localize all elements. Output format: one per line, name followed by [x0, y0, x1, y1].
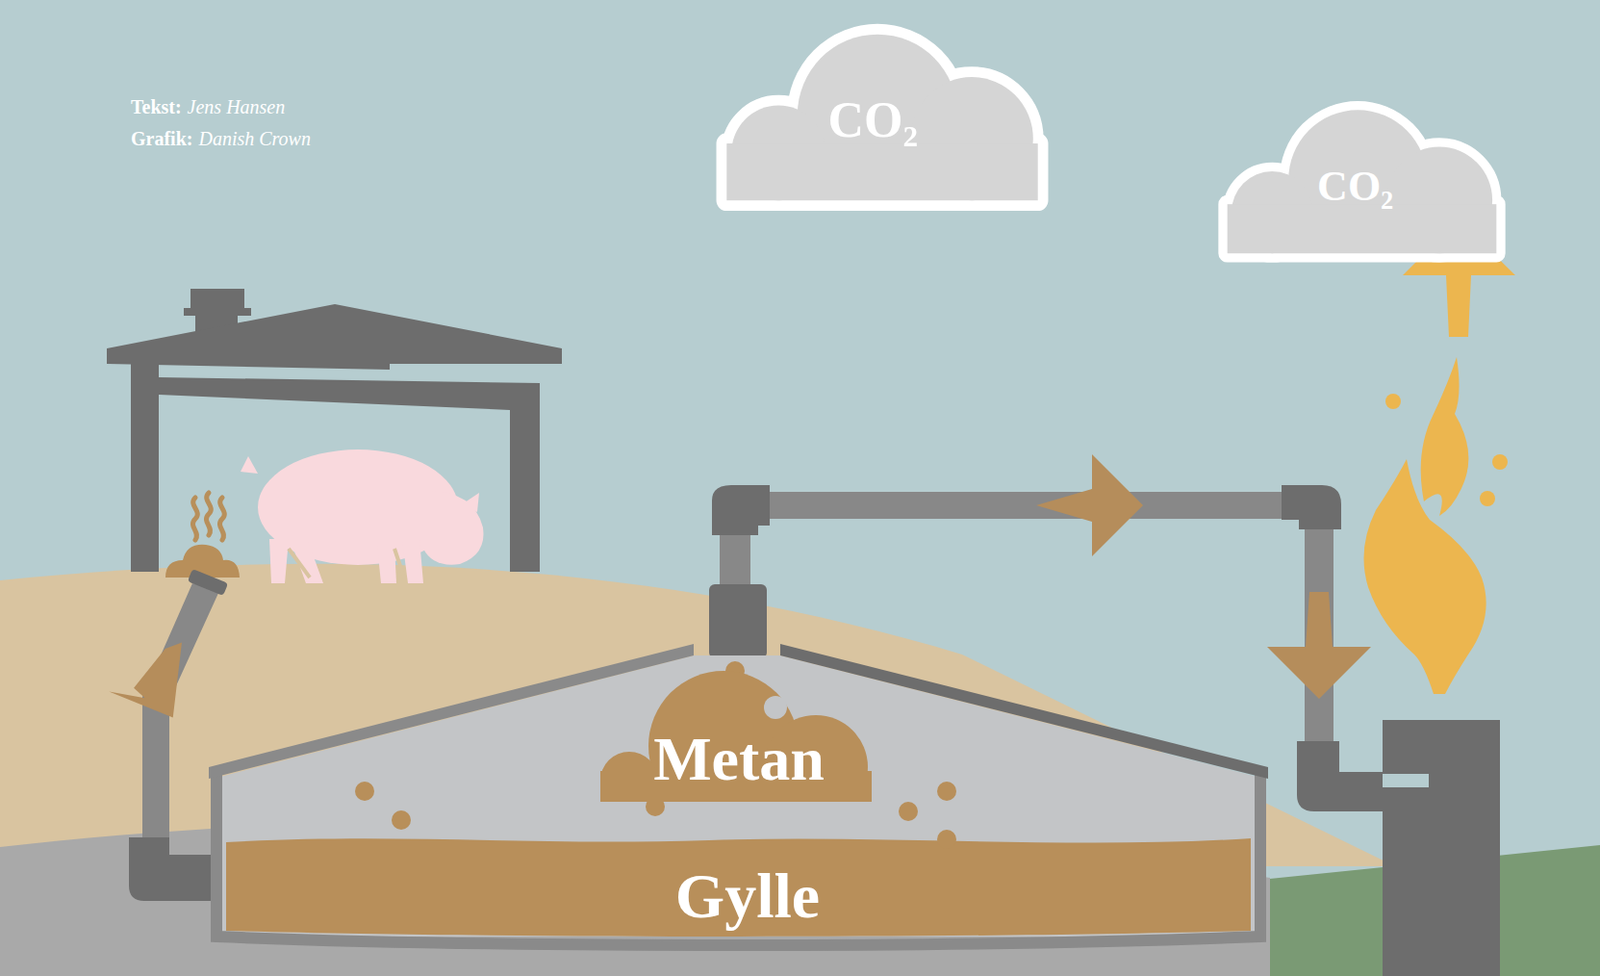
flare-stack	[1382, 719, 1500, 976]
pig	[240, 449, 484, 584]
node-label: CO₂	[1317, 165, 1394, 208]
co2-cloud: CO₂	[1198, 89, 1525, 266]
credit-line: Tekst:Jens Hansen	[130, 96, 285, 119]
manure-tank: Gylle Metan	[208, 647, 1269, 944]
credit-name: Danish Crown	[198, 127, 311, 150]
node-label: CO₂	[827, 95, 918, 146]
credit-role: Tekst:	[130, 96, 182, 118]
co2-cloud: CO₂	[693, 10, 1071, 215]
methane-cloud: Metan	[596, 662, 876, 802]
manure	[165, 492, 240, 578]
flame	[1364, 356, 1509, 694]
credit-role: Grafik:	[130, 127, 193, 150]
manure-pipe	[103, 568, 229, 901]
node-label: Metan	[653, 728, 825, 790]
node-label: Gylle	[675, 863, 820, 928]
credit-name: Jens Hansen	[187, 96, 286, 118]
credit-line: Grafik:Danish Crown	[130, 127, 311, 151]
barn	[106, 288, 562, 572]
